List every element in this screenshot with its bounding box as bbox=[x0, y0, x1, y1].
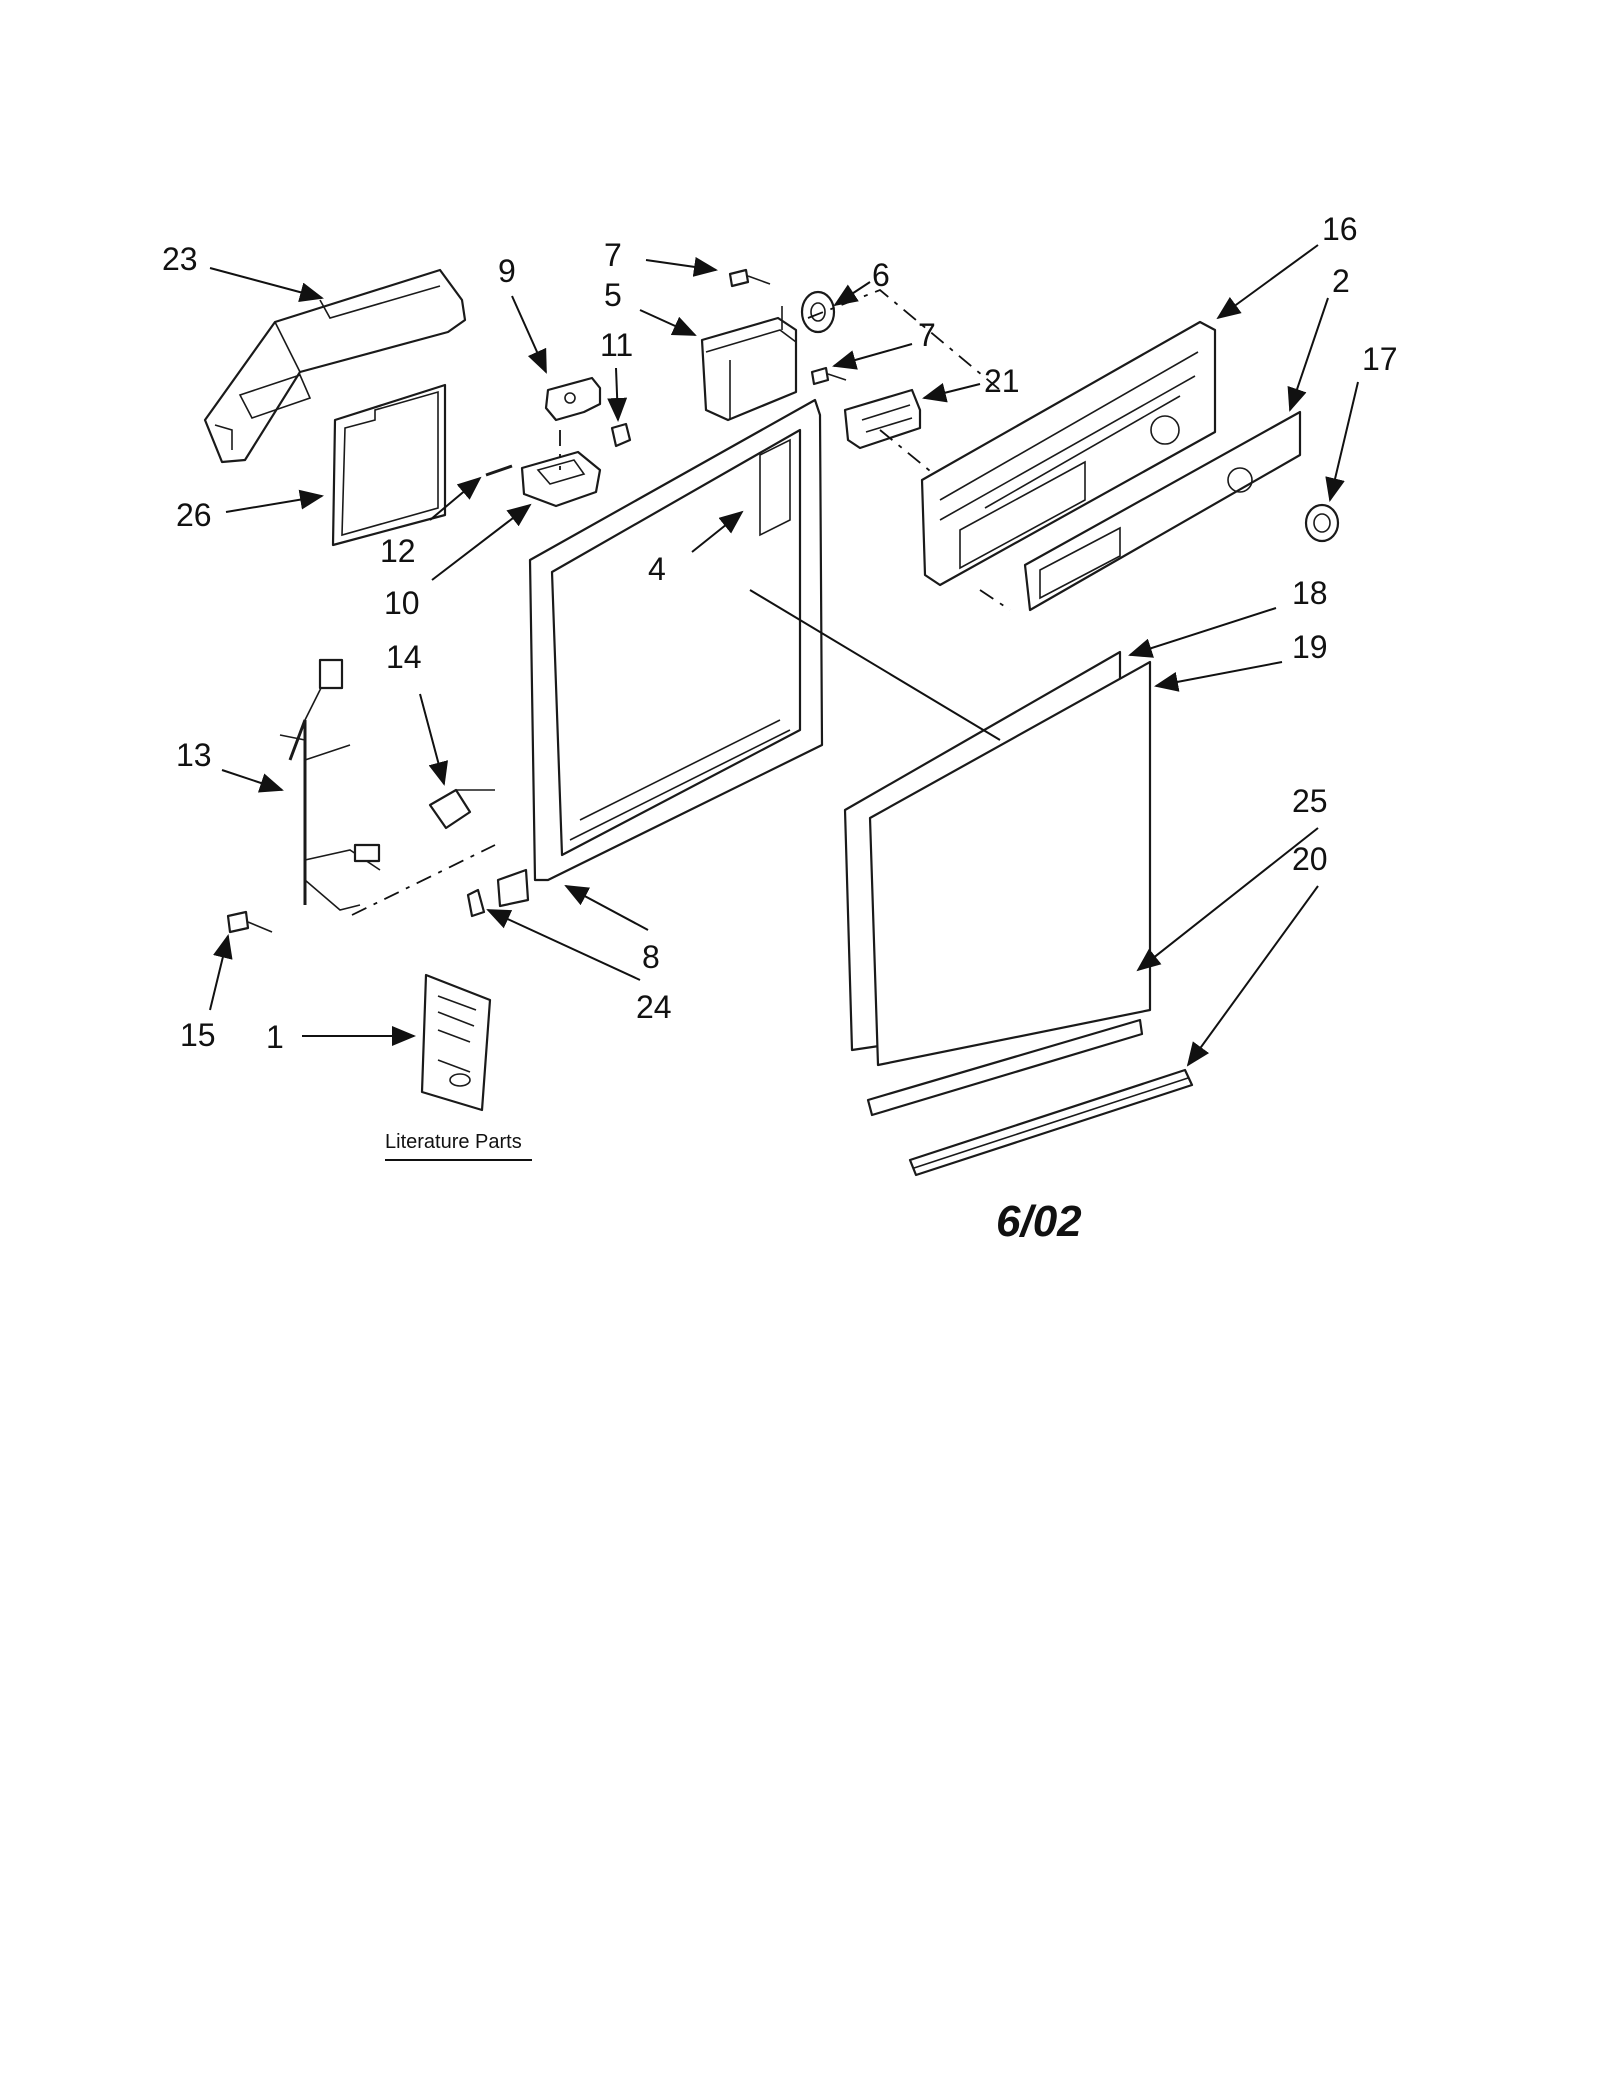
callout-17: 17 bbox=[1362, 341, 1398, 377]
literature-parts-label: Literature Parts bbox=[385, 1131, 522, 1153]
callout-7-top: 7 bbox=[604, 237, 622, 273]
callout-4: 4 bbox=[648, 551, 666, 587]
part-9-switch-bracket bbox=[544, 376, 602, 422]
callout-1: 1 bbox=[266, 1019, 284, 1055]
callout-13: 13 bbox=[176, 737, 212, 773]
callout-5: 5 bbox=[604, 277, 622, 313]
callout-26: 26 bbox=[176, 497, 212, 533]
callout-23: 23 bbox=[162, 241, 198, 277]
part-7-screw-mid bbox=[810, 366, 847, 386]
part-6-knob bbox=[800, 290, 836, 334]
part-1-literature-booklet bbox=[420, 973, 492, 1112]
date-code: 6/02 bbox=[996, 1197, 1082, 1246]
part-11-switch bbox=[610, 422, 632, 448]
callout-12: 12 bbox=[380, 533, 416, 569]
callout-9: 9 bbox=[498, 253, 516, 289]
part-10-latch-housing bbox=[520, 450, 602, 508]
callout-7-mid: 7 bbox=[918, 317, 936, 353]
part-25-trim-strip bbox=[866, 1018, 1144, 1117]
callout-2: 2 bbox=[1332, 263, 1350, 299]
callout-14: 14 bbox=[386, 639, 422, 675]
callout-10: 10 bbox=[384, 585, 420, 621]
part-7-screw-top bbox=[728, 268, 771, 288]
callout-15: 15 bbox=[180, 1017, 216, 1053]
assembly-lines bbox=[351, 288, 1011, 916]
callout-11: 11 bbox=[600, 327, 633, 363]
callout-24: 24 bbox=[636, 989, 672, 1025]
leader-arrows bbox=[209, 244, 1359, 1067]
callout-labels: 23 9 7 5 11 6 7 21 16 2 17 26 12 10 4 18… bbox=[162, 211, 1398, 1055]
part-20-bottom-trim bbox=[908, 1068, 1194, 1177]
callout-6: 6 bbox=[872, 257, 890, 293]
part-19-door-panel-inner bbox=[868, 660, 1152, 1067]
part-2-control-overlay bbox=[1023, 410, 1302, 612]
part-16-control-panel bbox=[920, 320, 1217, 587]
part-8-frame-bracket bbox=[496, 868, 530, 908]
callout-19: 19 bbox=[1292, 629, 1328, 665]
part-15-screw bbox=[226, 910, 273, 934]
part-24-clip bbox=[466, 888, 486, 918]
part-14-sensor bbox=[428, 788, 495, 830]
callout-8: 8 bbox=[642, 939, 660, 975]
callout-21: 21 bbox=[984, 363, 1020, 399]
callout-20: 20 bbox=[1292, 841, 1328, 877]
part-4-inner-door-frame bbox=[528, 398, 824, 882]
part-13-wire-harness bbox=[279, 658, 381, 911]
part-12-pin bbox=[485, 464, 513, 477]
part-21-switch-module bbox=[843, 388, 922, 450]
part-17-knob bbox=[1304, 503, 1340, 543]
callout-18: 18 bbox=[1292, 575, 1328, 611]
callout-25: 25 bbox=[1292, 783, 1328, 819]
callout-16: 16 bbox=[1322, 211, 1358, 247]
part-26-insulation-sheet bbox=[331, 383, 447, 547]
part-5-control-module bbox=[700, 306, 798, 422]
part-23-console-housing bbox=[203, 268, 467, 464]
